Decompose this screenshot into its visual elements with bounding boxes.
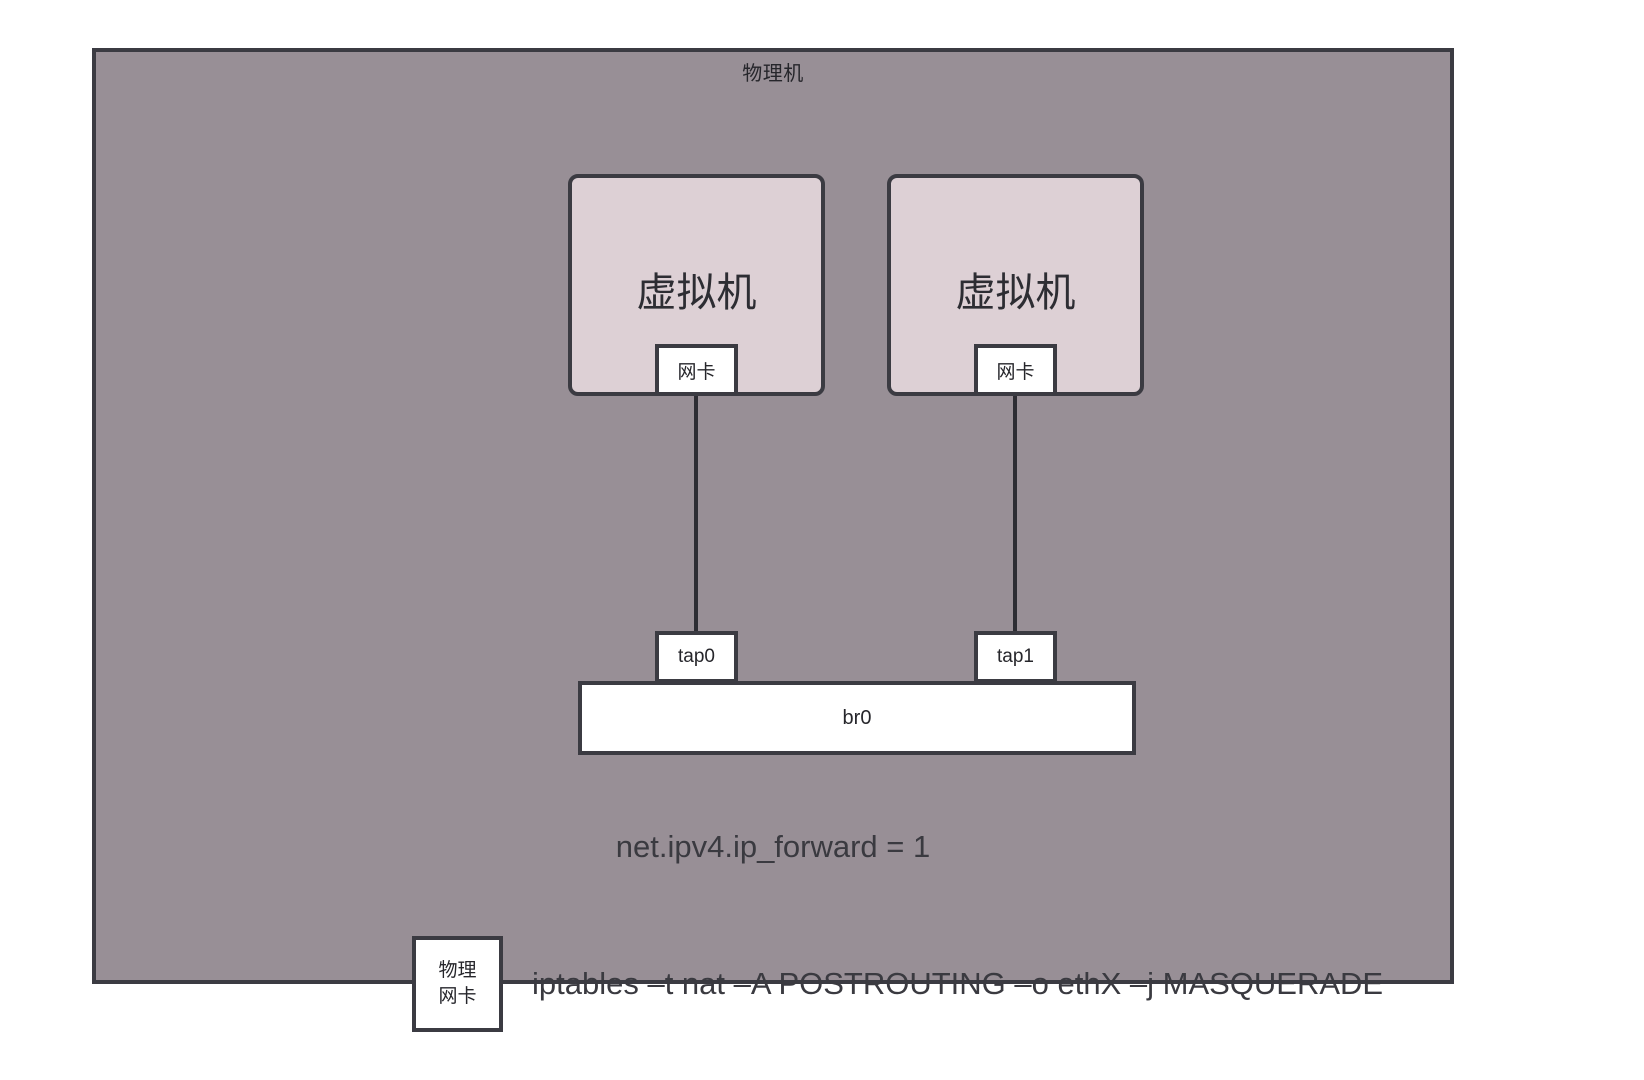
sysctl-ip-forward-text: net.ipv4.ip_forward = 1 <box>615 829 931 864</box>
tap-box-1: tap1 <box>974 631 1057 683</box>
connector-line-nic0-tap0 <box>694 395 698 635</box>
physical-machine-container: 物理机 虚拟机 虚拟机 网卡 网卡 tap0 tap1 br0 net.ipv4… <box>92 48 1454 1032</box>
vm-nic-box-0: 网卡 <box>655 344 738 396</box>
vm-nic-box-1: 网卡 <box>974 344 1057 396</box>
bridge-box-br0: br0 <box>578 681 1136 755</box>
physical-nic-box: 物理 网卡 <box>412 936 503 1032</box>
connector-line-nic1-tap1 <box>1013 395 1017 635</box>
tap-box-0: tap0 <box>655 631 738 683</box>
physical-nic-label-line1: 物理 <box>438 960 477 981</box>
vm-label-1: 虚拟机 <box>955 271 1076 315</box>
physical-nic-label-line2: 网卡 <box>438 986 477 1007</box>
physical-machine-title: 物理机 <box>742 63 804 85</box>
iptables-command-text: iptables –t nat –A POSTROUTING –o ethX –… <box>532 966 1384 1001</box>
vm-label-0: 虚拟机 <box>636 271 757 315</box>
